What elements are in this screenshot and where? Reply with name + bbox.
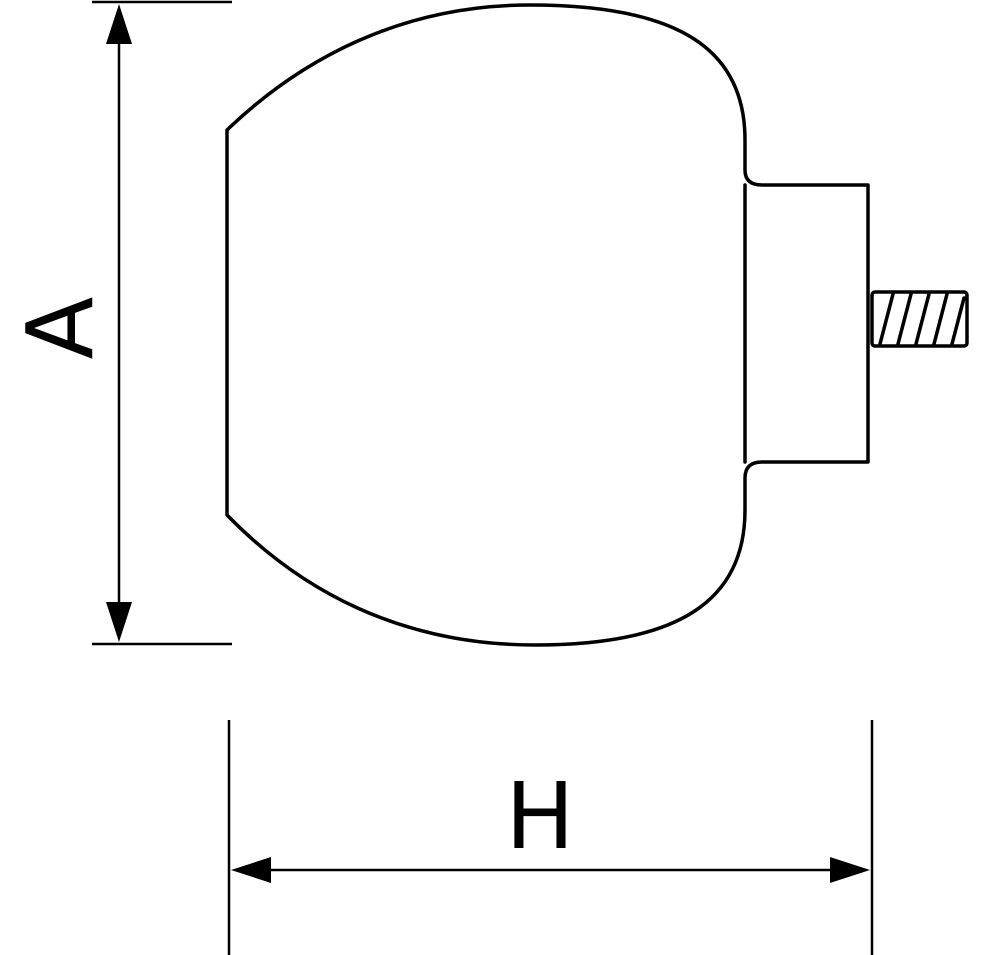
dimension-label-a: A [7,296,114,359]
arrowhead-right [830,857,870,883]
arrowhead-top [106,4,132,44]
threaded-screw [870,290,969,348]
knob-head-outline [225,3,870,647]
arrowhead-left [231,857,271,883]
dimension-a: A [7,0,232,646]
arrowhead-bottom [106,602,132,642]
dimension-label-h: H [505,763,574,870]
dimension-h: H [227,720,874,955]
